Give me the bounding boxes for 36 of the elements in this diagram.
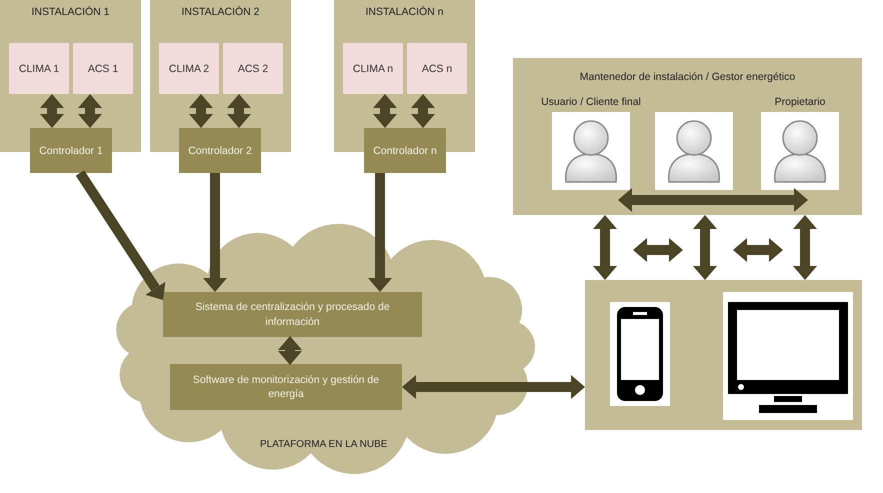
arrow: [793, 215, 817, 280]
controller-box: Controlador 1: [30, 128, 112, 173]
person-label: Propietario: [774, 96, 826, 108]
arrow: [693, 215, 717, 280]
arrow: [227, 94, 251, 128]
arrow: [402, 375, 585, 399]
subsystem-box: CLIMA 2: [159, 43, 219, 94]
subsystem-box: CLIMA n: [343, 43, 403, 94]
subsystem-box: ACS n: [407, 43, 467, 94]
device-panel: [585, 280, 862, 430]
process-box: Software de monitorización y gestión de energía: [170, 364, 402, 410]
subsystem-box: ACS 1: [73, 43, 133, 94]
cloud-label: PLATAFORMA EN LA NUBE: [260, 439, 388, 450]
panel-heading: INSTALACIÓN 2: [182, 6, 260, 18]
controller-box: Controlador 2: [179, 128, 261, 173]
arrow: [189, 94, 213, 128]
panel-heading: INSTALACIÓN 1: [32, 6, 110, 18]
arrow: [368, 173, 392, 292]
panel-heading: Mantenedor de instalación / Gestor energético: [580, 71, 796, 83]
arrow: [78, 94, 102, 128]
arrow: [373, 94, 397, 128]
stakeholder-panel: [513, 58, 862, 215]
subsystem-box: ACS 2: [223, 43, 283, 94]
monitor-icon: [723, 292, 853, 420]
panel-heading: INSTALACIÓN n: [366, 6, 444, 18]
arrow: [278, 336, 302, 365]
arrow: [593, 215, 617, 280]
smartphone-icon: [610, 302, 670, 406]
arrow: [76, 170, 166, 300]
arrow: [411, 94, 435, 128]
controller-box: Controlador n: [364, 128, 446, 173]
subsystem-box: CLIMA 1: [9, 43, 69, 94]
arrow: [203, 173, 227, 292]
process-box: Sistema de centralización y procesado de información: [163, 292, 422, 337]
person-label: Usuario / Cliente final: [541, 96, 641, 108]
arrow: [40, 94, 64, 128]
